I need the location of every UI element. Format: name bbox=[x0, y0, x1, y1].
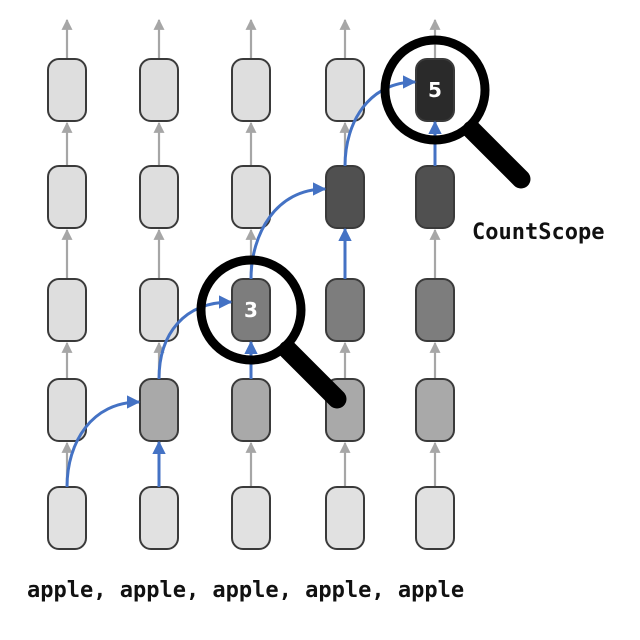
hidden-state-node bbox=[415, 486, 455, 550]
hidden-state-node bbox=[325, 165, 365, 229]
magnifier-handle bbox=[462, 120, 531, 189]
hidden-state-node bbox=[231, 486, 271, 550]
hidden-state-node bbox=[325, 278, 365, 342]
magnifier-icon bbox=[380, 35, 531, 189]
magnifier-lens bbox=[380, 35, 490, 145]
node-count-label: 5 bbox=[428, 78, 442, 102]
hidden-state-node bbox=[415, 378, 455, 442]
hidden-state-node bbox=[415, 278, 455, 342]
hidden-state-node bbox=[47, 165, 87, 229]
node-layer bbox=[47, 58, 455, 550]
blue-count-curve bbox=[343, 75, 417, 167]
magnifier-handle bbox=[278, 340, 347, 409]
hidden-state-node bbox=[47, 58, 87, 122]
hidden-state-node bbox=[139, 278, 179, 342]
countscope-caption: CountScope bbox=[472, 220, 604, 245]
magnifier-lens bbox=[196, 255, 306, 365]
hidden-state-node bbox=[231, 58, 271, 122]
hidden-state-node bbox=[231, 378, 271, 442]
hidden-state-node bbox=[47, 378, 87, 442]
hidden-state-node bbox=[231, 165, 271, 229]
node-count-label: 3 bbox=[244, 298, 258, 322]
node-label-layer: 35 bbox=[244, 78, 442, 322]
hidden-state-node bbox=[47, 486, 87, 550]
magnifier-icon bbox=[196, 255, 347, 409]
hidden-state-node bbox=[139, 165, 179, 229]
hidden-state-node bbox=[47, 278, 87, 342]
input-tokens-text: apple, apple, apple, apple, apple bbox=[27, 578, 464, 603]
blue-count-curve bbox=[65, 395, 141, 488]
hidden-state-node bbox=[139, 378, 179, 442]
magnifier-layer bbox=[196, 35, 531, 409]
hidden-state-node bbox=[139, 58, 179, 122]
hidden-state-node bbox=[325, 58, 365, 122]
hidden-state-node bbox=[325, 486, 365, 550]
hidden-state-node bbox=[415, 165, 455, 229]
blue-count-curve bbox=[157, 295, 233, 380]
hidden-state-node bbox=[139, 486, 179, 550]
